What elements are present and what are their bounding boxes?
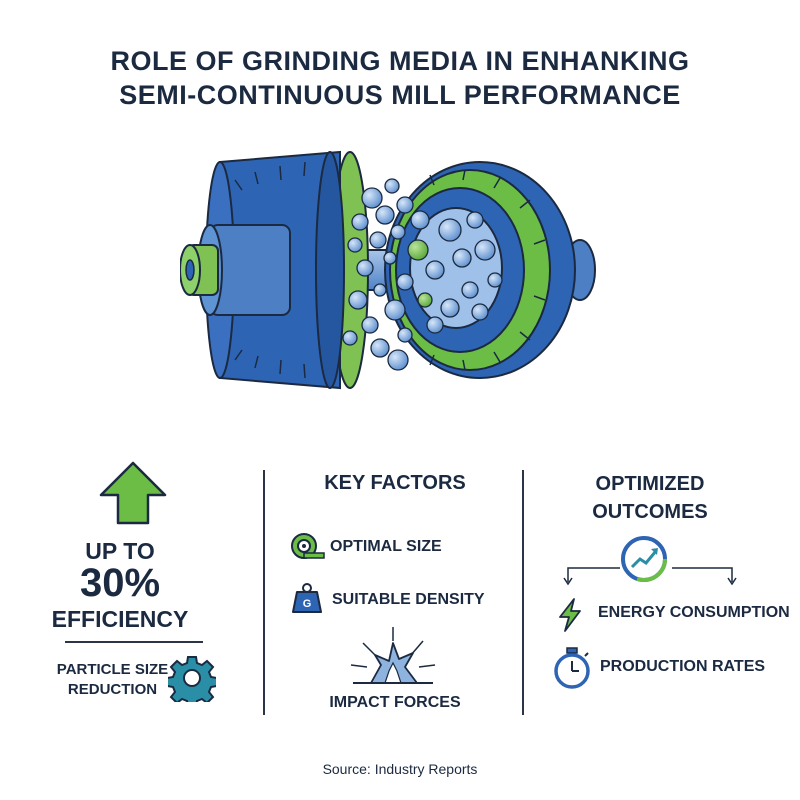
key-factors-heading: KEY FACTORS: [324, 472, 466, 494]
particle-line-1: PARTICLE SIZE: [56, 661, 169, 678]
impact-burst-icon: [350, 627, 436, 684]
right-drum: [384, 161, 596, 379]
gear-icon: [168, 656, 216, 702]
outcome-production-rates: PRODUCTION RATES: [600, 658, 766, 675]
infographic-title: ROLE OF GRINDING MEDIA IN ENHANKING SEMI…: [0, 44, 800, 112]
tape-measure-icon: [291, 533, 325, 559]
left-divider: [65, 641, 203, 643]
lightning-icon: [559, 598, 581, 632]
factor-suitable-density: SUITABLE DENSITY: [332, 591, 485, 608]
efficiency-percent: 30%: [79, 561, 161, 605]
weight-icon-glyph: G: [303, 598, 312, 610]
factor-impact-forces: IMPACT FORCES: [329, 694, 461, 711]
source-credit: Source: Industry Reports: [322, 761, 478, 777]
stopwatch-icon: [554, 647, 590, 689]
up-to-label: UP TO: [85, 538, 155, 564]
weight-icon: G: [292, 583, 322, 613]
title-line-1: ROLE OF GRINDING MEDIA IN ENHANKING: [110, 46, 690, 76]
particle-line-2: REDUCTION: [67, 681, 158, 698]
factor-optimal-size: OPTIMAL SIZE: [330, 538, 442, 555]
up-arrow-icon: [99, 461, 167, 525]
grinding-media-balls: [342, 178, 503, 371]
column-divider-right: [522, 470, 524, 715]
particle-size-reduction: PARTICLE SIZE REDUCTION: [50, 660, 175, 700]
efficiency-label: EFFICIENCY: [51, 606, 189, 632]
outcomes-heading-line-1: OPTIMIZED: [595, 473, 705, 495]
grinding-mill-illustration: [180, 150, 596, 390]
growth-chart-icon: [621, 536, 667, 582]
branch-arrows-icon: [563, 567, 737, 586]
outcomes-heading-line-2: OUTCOMES: [592, 501, 708, 523]
left-drum: [180, 150, 369, 390]
optimized-outcomes-heading: OPTIMIZED OUTCOMES: [555, 470, 745, 526]
outcome-energy-consumption: ENERGY CONSUMPTION: [598, 604, 790, 621]
title-line-2: SEMI-CONTINUOUS MILL PERFORMANCE: [119, 80, 681, 110]
column-divider-left: [263, 470, 265, 715]
